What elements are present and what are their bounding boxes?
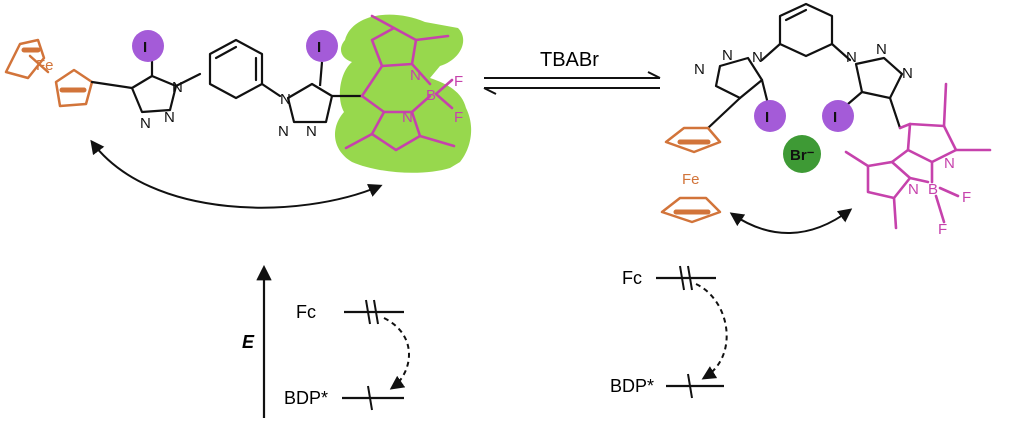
left-molecule: Fe N N N I N N N <box>4 14 472 209</box>
curved-arrow-left <box>90 139 383 209</box>
phenyl-linker-right <box>760 2 852 62</box>
phenyl-linker-left <box>208 38 282 100</box>
electron-transfer-arrow-left <box>383 317 410 390</box>
ferrocene-left <box>4 38 94 108</box>
n-label-left-4: N <box>280 91 291 108</box>
n-label-bodipy-left-1: N <box>410 67 421 84</box>
f-label-right-1: F <box>962 189 971 206</box>
n-label-left-5: N <box>278 123 289 140</box>
svg-text:I: I <box>833 109 837 126</box>
fc-label-right: Fc <box>622 268 642 288</box>
n-label-bodipy-left-2: N <box>402 109 413 126</box>
triazole-left-2 <box>286 82 364 124</box>
energy-axis-label: E <box>242 332 255 352</box>
ferrocene-right <box>660 126 722 224</box>
fe-label-left: Fe <box>36 57 54 74</box>
f-label-left-2: F <box>454 109 463 126</box>
fe-label-right: Fe <box>682 171 700 188</box>
bdp-label-left: BDP* <box>284 388 328 408</box>
bdp-label-right: BDP* <box>610 376 654 396</box>
svg-text:I: I <box>765 109 769 126</box>
n-label-right-2: N <box>722 47 733 64</box>
n-label-right-6: N <box>902 65 913 82</box>
f-label-right-2: F <box>938 221 947 238</box>
b-label-left: B <box>426 87 436 104</box>
n-label-left-3: N <box>140 115 151 132</box>
svg-text:I: I <box>143 39 147 56</box>
iodine-circle-left-2: I <box>306 30 338 62</box>
b-label-right: B <box>928 181 938 198</box>
svg-text:Br⁻: Br⁻ <box>790 147 815 164</box>
bodipy-right <box>844 82 992 230</box>
fc-label-left: Fc <box>296 302 316 322</box>
n-label-left-1: N <box>172 79 183 96</box>
curved-arrow-right <box>729 208 853 234</box>
iodine-circle-left-1: I <box>132 30 164 62</box>
right-molecule: N N N I N N N I Br⁻ <box>660 2 992 238</box>
svg-text:I: I <box>317 39 321 56</box>
reagent-label: TBABr <box>540 49 599 71</box>
triazole-right-1 <box>706 56 770 130</box>
f-label-left-1: F <box>454 73 463 90</box>
iodine-circle-right-2: I <box>822 100 854 132</box>
iodine-circle-right-1: I <box>754 100 786 132</box>
electron-transfer-arrow-right <box>695 283 728 380</box>
n-label-right-5: N <box>876 41 887 58</box>
n-label-right-3: N <box>752 49 763 66</box>
bodipy-highlight <box>334 14 472 173</box>
n-label-bodipy-right-1: N <box>944 155 955 172</box>
equilibrium-arrows: TBABr <box>483 49 661 95</box>
bromide-anion: Br⁻ <box>783 135 821 173</box>
n-label-left-2: N <box>164 109 175 126</box>
n-label-right-1: N <box>694 61 705 78</box>
energy-diagram-right: Fc BDP* <box>610 265 728 399</box>
triazole-right-2 <box>846 56 904 130</box>
n-label-right-4: N <box>846 49 857 66</box>
n-label-bodipy-right-2: N <box>908 181 919 198</box>
n-label-left-6: N <box>306 123 317 140</box>
energy-diagram-left: E Fc BDP* <box>242 264 410 418</box>
